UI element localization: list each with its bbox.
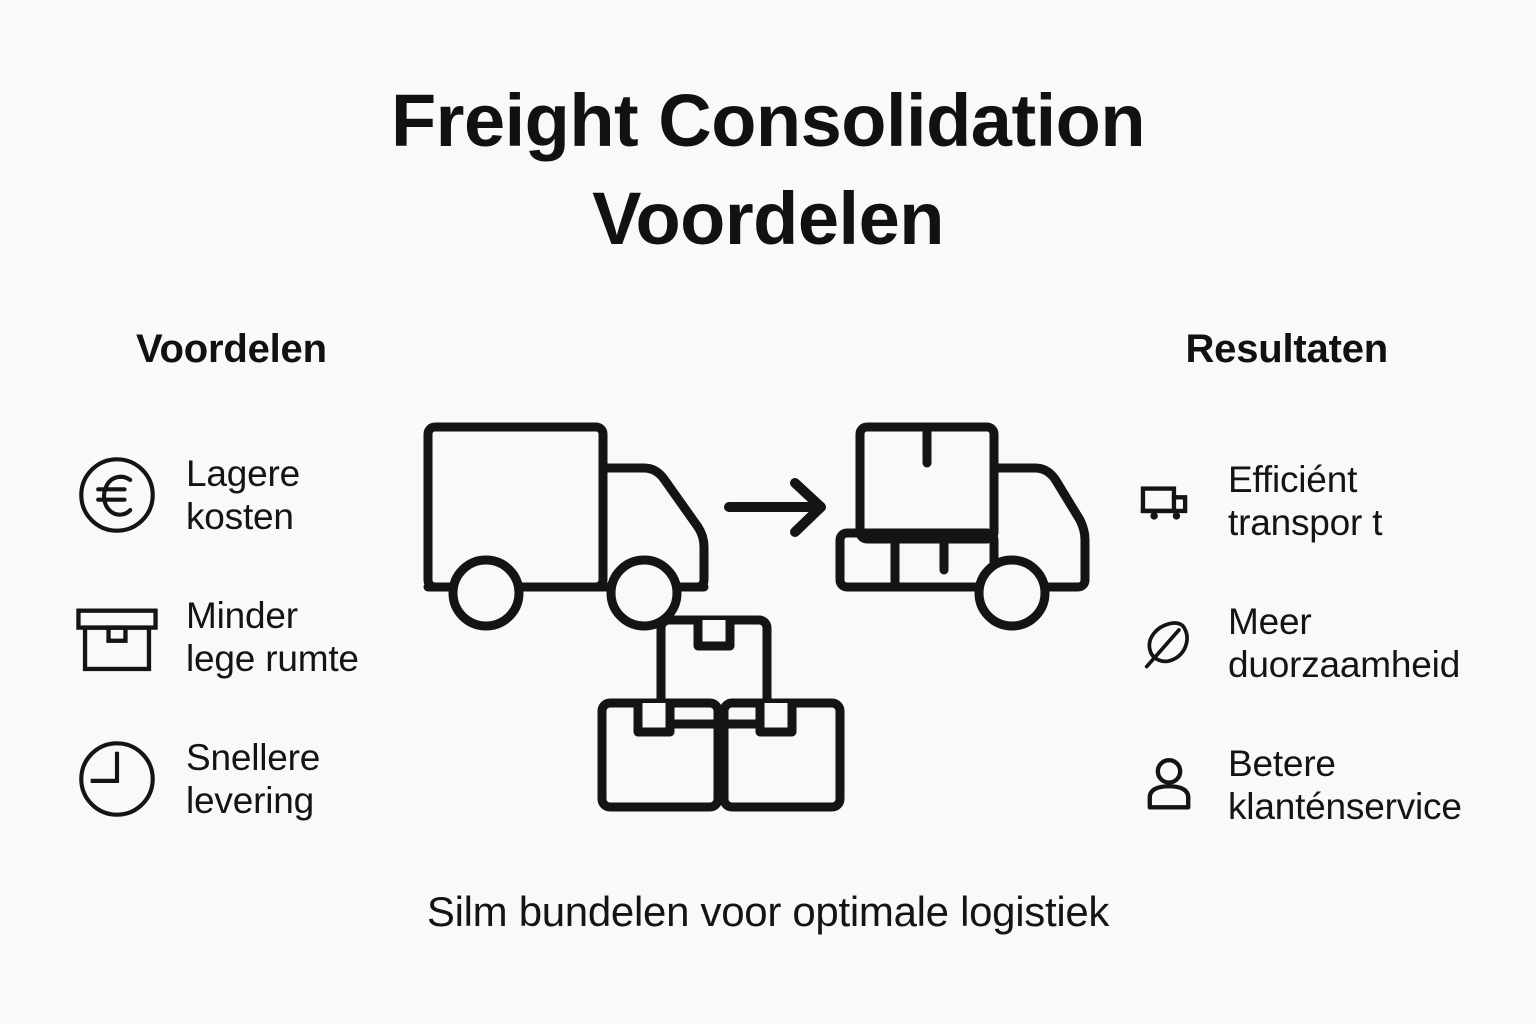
right-arrow-icon xyxy=(724,478,826,537)
benefit-label: Snellere levering xyxy=(186,736,321,821)
result-label: Betere klanténservice xyxy=(1228,742,1462,827)
benefit-item-less-empty-space: Minder lege rumte xyxy=(70,566,359,708)
result-label: Meer duorzaamheid xyxy=(1228,600,1461,685)
results-list: Efficiént transpor t Meer duorzaamheid B… xyxy=(1138,430,1462,856)
result-item-better-customer-service: Betere klanténservice xyxy=(1138,714,1462,856)
benefits-column-heading: Voordelen xyxy=(136,327,327,371)
page-title: Freight Consolidation Voordelen xyxy=(0,72,1536,267)
benefit-item-faster-delivery: Snellere levering xyxy=(70,708,320,850)
result-item-efficient-transport: Efficiént transpor t xyxy=(1138,430,1382,572)
result-label: Efficiént transpor t xyxy=(1228,458,1383,543)
delivery-truck-icon xyxy=(1138,470,1200,532)
stacked-boxes-icon xyxy=(597,615,845,812)
benefit-label: Lagere kosten xyxy=(186,452,301,537)
title-line-2: Voordelen xyxy=(592,176,944,260)
results-column-heading: Resultaten xyxy=(1185,327,1389,371)
clock-icon xyxy=(70,732,164,826)
consolidation-illustration xyxy=(412,415,1112,835)
footer-caption: Silm bundelen voor optimale logistiek xyxy=(426,888,1110,935)
empty-truck-icon xyxy=(423,422,709,631)
benefit-label: Minder lege rumte xyxy=(186,594,359,679)
euro-coin-icon xyxy=(70,448,164,542)
result-item-more-sustainability: Meer duorzaamheid xyxy=(1138,572,1460,714)
crate-box-icon xyxy=(70,590,164,684)
title-line-1: Freight Consolidation xyxy=(390,79,1146,162)
person-icon xyxy=(1138,754,1200,816)
leaf-icon xyxy=(1138,612,1200,674)
benefit-item-lower-costs: Lagere kosten xyxy=(70,424,300,566)
benefits-list: Lagere kosten Minder lege rumte Snellere… xyxy=(70,424,359,850)
loaded-truck-icon xyxy=(835,422,1090,631)
